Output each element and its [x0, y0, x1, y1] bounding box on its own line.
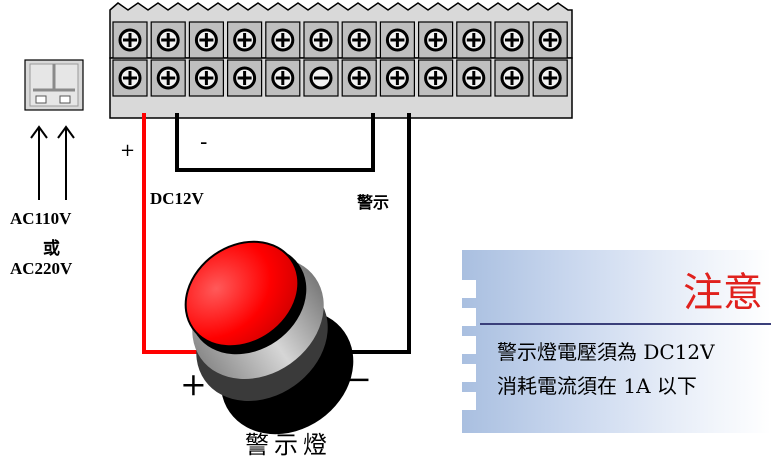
note-voltage-text: 警示燈電壓須為 DC12V: [497, 340, 715, 364]
positive-wire: [142, 113, 215, 354]
power-plug: [24, 59, 84, 111]
note-panel-notch: [462, 392, 476, 410]
note-panel-notch: [462, 364, 476, 382]
warning-lamp: [184, 240, 354, 435]
minus-terminal-label: -: [200, 130, 208, 155]
note-panel: 注意 警示燈電壓須為 DC12V 消耗電流須在 1A 以下: [462, 250, 771, 433]
note-panel-notch: [462, 280, 476, 298]
warning-terminal-label: 警示: [357, 195, 390, 212]
wires: [142, 113, 411, 354]
lamp-negative-wire: [330, 113, 411, 354]
note-title: 注意: [683, 270, 763, 316]
lamp-minus-label: −: [345, 360, 372, 398]
note-divider: [480, 323, 771, 325]
ac-voltage-line3: AC220V: [10, 259, 73, 278]
note-panel-notch: [462, 308, 476, 326]
note-panel-notch: [462, 336, 476, 354]
lamp-caption: 警示燈: [245, 431, 332, 459]
dc-negative-jumper: [175, 113, 375, 172]
plus-terminal-label: +: [120, 140, 136, 161]
ac-input-arrows: [30, 125, 75, 200]
lamp-plus-label: +: [180, 365, 207, 403]
ac-voltage-line1: AC110V: [10, 209, 72, 228]
note-current-text: 消耗電流須在 1A 以下: [497, 374, 697, 398]
ac-voltage-line2: 或: [43, 239, 60, 258]
dc12v-label: DC12V: [150, 189, 204, 208]
terminal-block: [109, 2, 573, 119]
